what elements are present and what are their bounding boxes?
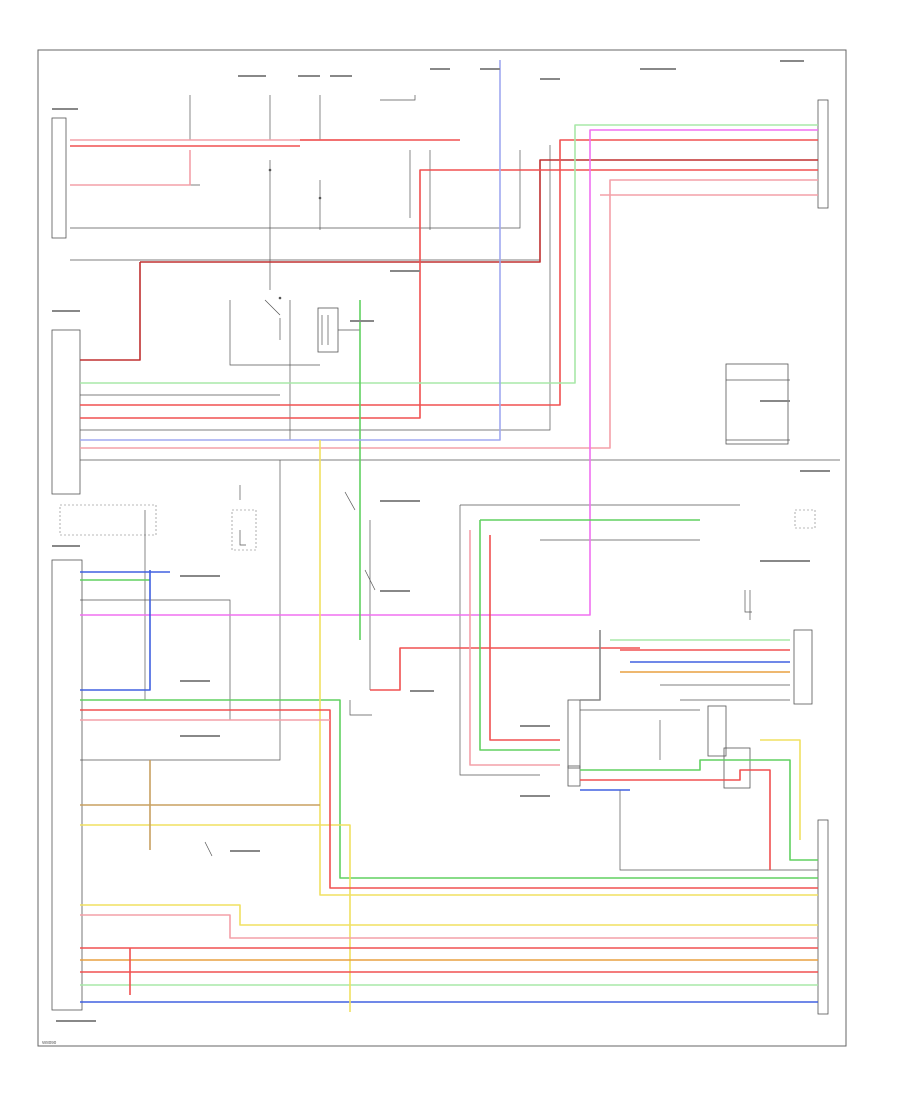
colored-wires bbox=[70, 60, 818, 1012]
micro-label-marks bbox=[52, 60, 830, 1022]
diagram-code: W8090 bbox=[42, 1040, 57, 1045]
sheet-frame bbox=[37, 49, 847, 1047]
component-outlines bbox=[51, 99, 829, 1015]
gray-wires bbox=[70, 95, 840, 871]
switch-symbols bbox=[204, 168, 752, 857]
